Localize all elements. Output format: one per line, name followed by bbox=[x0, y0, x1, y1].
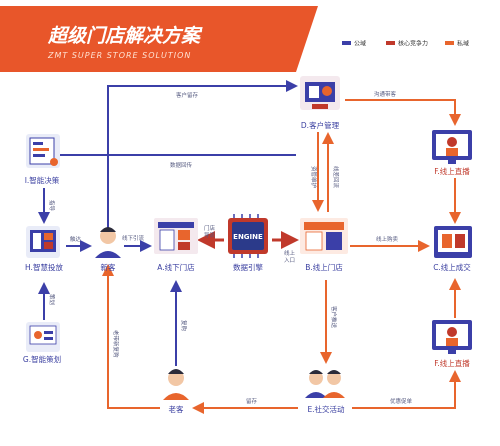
node-label-data-engine: 数据引擎 bbox=[233, 262, 263, 272]
node-label-customer-manage: D.客户管理 bbox=[301, 120, 340, 130]
node-label-online-deal: C.线上成交 bbox=[433, 262, 471, 272]
edge-label-old-to-new: 老带新复购 bbox=[112, 330, 120, 358]
node-live-bottom[interactable]: F.线上直播 bbox=[432, 320, 472, 368]
edge-label-offline-guide: 线下引流 bbox=[122, 234, 145, 242]
edge-offer bbox=[352, 370, 461, 409]
legend-swatch-private bbox=[445, 41, 454, 45]
edge-label-retain: 留存 bbox=[246, 397, 258, 405]
edge-label-online-back: 线差回流 bbox=[332, 166, 340, 189]
edge-label-data-return: 数据回传 bbox=[170, 161, 193, 169]
node-live-top[interactable]: F.线上直播 bbox=[432, 130, 472, 176]
header-banner: 超级门店解决方案 ZMT SUPER STORE SOLUTION bbox=[0, 6, 318, 72]
node-label-smart-delivery: H.智慧投放 bbox=[25, 262, 63, 272]
node-label-social: E.社交活动 bbox=[307, 404, 345, 414]
legend-swatch-public bbox=[342, 41, 351, 45]
edge-label-guide: 指导 bbox=[48, 200, 56, 212]
edge-label-ditch-store: 沟通带客 bbox=[374, 90, 397, 98]
legend-label-core: 核心竞争力 bbox=[398, 40, 428, 48]
edge-label-manage-maintain: 资管维护 bbox=[310, 166, 318, 189]
node-label-live-bottom: F.线上直播 bbox=[434, 358, 470, 368]
edge-label-online-entry-1: 线上 bbox=[284, 249, 296, 257]
edge-label-store-flow-1: 门店 bbox=[204, 224, 216, 232]
node-smart-decision[interactable]: I.智能决策 bbox=[25, 134, 60, 185]
legend-label-public: 公域 bbox=[354, 40, 366, 48]
legend-label-private: 私域 bbox=[457, 40, 469, 48]
legend-swatch-core bbox=[386, 41, 395, 45]
edge-customer-keep bbox=[107, 80, 298, 228]
legend: 公域 核心竞争力 私域 bbox=[342, 40, 469, 48]
engine-chip-text: ENGINE bbox=[233, 233, 263, 241]
node-offline-store[interactable]: A.线下门店 bbox=[154, 218, 198, 272]
node-data-engine[interactable]: ENGINE 数据引擎 bbox=[228, 214, 268, 272]
edge-label-customer-keep: 客户留存 bbox=[176, 91, 199, 99]
edge-label-offer: 优惠促单 bbox=[390, 397, 413, 405]
edge-label-store-flow-2: 导流 bbox=[204, 231, 216, 239]
node-old-customer[interactable]: 老客 bbox=[163, 369, 189, 414]
node-smart-delivery[interactable]: H.智慧投放 bbox=[25, 226, 63, 272]
node-label-offline-store: A.线下门店 bbox=[157, 262, 195, 272]
page-subtitle: ZMT SUPER STORE SOLUTION bbox=[47, 51, 191, 60]
edge-label-deliver: 触达 bbox=[70, 235, 82, 243]
node-online-deal[interactable]: C.线上成交 bbox=[433, 226, 472, 272]
node-new-customer[interactable]: 新客 bbox=[95, 227, 121, 272]
node-label-new-customer: 新客 bbox=[101, 262, 116, 272]
edge-label-online-entry-2: 入口 bbox=[284, 257, 295, 264]
page-title: 超级门店解决方案 bbox=[47, 25, 203, 47]
node-smart-plan[interactable]: G.智能策划 bbox=[23, 322, 61, 364]
edges: 客户留存 沟通带客 数据回传 资管维护 线差回流 指导 触达 线下引流 门店 导… bbox=[38, 80, 461, 414]
edge-ditch-store bbox=[345, 99, 461, 126]
edge-label-repurchase: 复购 bbox=[180, 320, 188, 332]
node-online-store[interactable]: B.线上门店 bbox=[300, 218, 348, 272]
node-label-old-customer: 老客 bbox=[169, 404, 184, 414]
node-label-live-top: F.线上直播 bbox=[434, 166, 470, 176]
node-social[interactable]: E.社交活动 bbox=[305, 370, 345, 414]
engine-chip-icon bbox=[228, 214, 268, 258]
edge-label-online-buy: 线上购卖 bbox=[376, 235, 399, 243]
node-label-smart-plan: G.智能策划 bbox=[23, 354, 61, 364]
edge-old-to-new bbox=[102, 264, 160, 409]
edge-label-plan: 策划 bbox=[48, 294, 56, 305]
edge-label-customer-push: 客户推送 bbox=[330, 306, 338, 329]
node-label-smart-decision: I.智能决策 bbox=[25, 175, 60, 185]
node-label-online-store: B.线上门店 bbox=[305, 262, 343, 272]
node-customer-manage[interactable]: D.客户管理 bbox=[300, 76, 340, 130]
